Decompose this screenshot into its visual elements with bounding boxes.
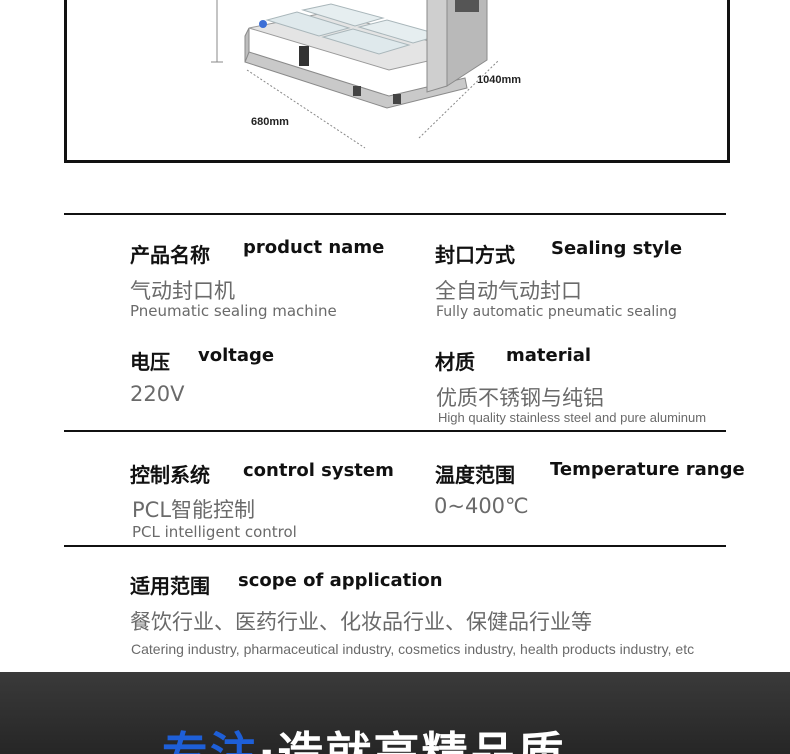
product-name-value-en: Pneumatic sealing machine — [130, 302, 337, 320]
control-system-label-cn: 控制系统 — [130, 463, 210, 487]
control-system-value-cn: PCL智能控制 — [132, 498, 256, 522]
voltage-label-cn: 电压 — [130, 350, 170, 374]
slogan-banner: 专注·造就高精品质 — [0, 672, 790, 754]
product-name-label-en: product name — [243, 237, 385, 258]
depth-dimension-label: 1040mm — [477, 74, 521, 86]
temperature-range-label-cn: 温度范围 — [435, 463, 515, 487]
product-name-value-cn: 气动封口机 — [130, 279, 235, 303]
slogan-separator: · — [258, 727, 278, 754]
width-dimension-label: 680mm — [251, 116, 289, 128]
slogan-accent-text: 专注 — [162, 727, 258, 754]
control-system-value-en: PCL intelligent control — [132, 523, 297, 541]
divider-2 — [64, 430, 726, 432]
scope-label-en: scope of application — [238, 570, 443, 591]
product-name-label-cn: 产品名称 — [130, 243, 210, 267]
material-label-en: material — [506, 345, 592, 366]
material-value-cn: 优质不锈钢与纯铝 — [436, 386, 604, 410]
control-system-label-en: control system — [243, 460, 394, 481]
voltage-value: 220V — [130, 382, 185, 406]
material-value-en: High quality stainless steel and pure al… — [438, 410, 707, 425]
voltage-label-en: voltage — [198, 345, 275, 366]
slogan: 专注·造就高精品质 — [162, 718, 565, 754]
scope-label-cn: 适用范围 — [130, 574, 210, 598]
divider-1 — [64, 213, 726, 215]
temperature-range-label-en: Temperature range — [550, 459, 745, 480]
sealing-style-value-en: Fully automatic pneumatic sealing — [436, 304, 677, 320]
scope-value-cn: 餐饮行业、医药行业、化妆品行业、保健品行业等 — [130, 610, 592, 634]
temperature-range-value: 0~400℃ — [434, 494, 529, 518]
divider-3 — [64, 545, 726, 547]
sealing-style-value-cn: 全自动气动封口 — [435, 279, 582, 303]
sealing-style-label-cn: 封口方式 — [435, 243, 515, 267]
product-image-frame: 680mm 1040mm — [64, 0, 730, 163]
material-label-cn: 材质 — [435, 350, 475, 374]
sealing-machine-image: 680mm 1040mm — [211, 0, 521, 149]
sealing-style-label-en: Sealing style — [551, 238, 683, 259]
slogan-main-text: 造就高精品质 — [277, 727, 566, 754]
scope-value-en: Catering industry, pharmaceutical indust… — [131, 641, 695, 657]
